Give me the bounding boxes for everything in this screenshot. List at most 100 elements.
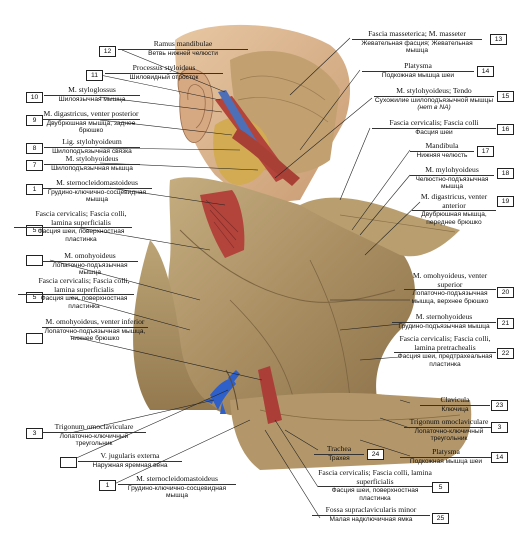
russian-name: Подкожная мышца шеи bbox=[381, 71, 455, 79]
label-number: 16 bbox=[497, 124, 514, 135]
label-sternocleidomastoideus-lower: M. sternocleidomastoideus Грудино-ключич… bbox=[118, 474, 236, 500]
label-number: 20 bbox=[497, 287, 514, 298]
russian-name: Шилоподъязычная мышца bbox=[51, 164, 133, 172]
label-stylohyoideus: M. stylohyoideus Шилоподъязычная мышца bbox=[44, 154, 140, 172]
russian-note: (нет в NA) bbox=[417, 104, 451, 112]
label-fascia-superficialis-2: Fascia cervicalis; Fascia colli, lamina … bbox=[18, 276, 134, 311]
russian-name: Шиловидный отросток bbox=[129, 73, 199, 81]
label-platysma-upper: Platysma Подкожная мышца шеи bbox=[362, 61, 474, 79]
label-number: 12 bbox=[99, 46, 116, 57]
latin-name: M. styloglossus bbox=[44, 85, 140, 96]
label-clavicula: Clavicula Ключица bbox=[420, 395, 490, 413]
russian-name: Фасция шеи, поверхностная пластинка bbox=[37, 228, 125, 243]
label-trigonum-omoclaviculare-left: Trigonum omoclaviculare Лопаточно-ключич… bbox=[42, 422, 146, 448]
label-omohyoideus-superior: M. omohyoideus, venter superior Лопаточн… bbox=[404, 271, 496, 306]
latin-name: Fascia cervicalis; Fascia colli bbox=[372, 118, 496, 129]
label-number: 14 bbox=[477, 66, 494, 77]
russian-name: Фасция шеи, поверхностная пластинка bbox=[40, 295, 128, 310]
latin-name: Trigonum omoclaviculare bbox=[42, 422, 146, 433]
label-trachea: Trachea Трахея bbox=[314, 444, 364, 462]
russian-name: Лопаточно-подъязычная мышца, нижнее брюш… bbox=[44, 327, 146, 343]
label-mandibula: Mandibula Нижняя челюсть bbox=[410, 141, 474, 159]
russian-name: Жевательная фасция; Жевательная мышца bbox=[361, 39, 473, 55]
omohyoid-inferior bbox=[258, 366, 282, 424]
russian-name: Малая надключичная ямка bbox=[329, 515, 413, 523]
label-number bbox=[26, 333, 43, 344]
russian-name: Ключица bbox=[441, 405, 469, 413]
latin-name: M. digastricus, venter posterior bbox=[42, 109, 140, 120]
label-fascia-pretrachealis: Fascia cervicalis; Fascia colli, lamina … bbox=[394, 334, 496, 369]
latin-name: Lig. stylohyoideum bbox=[44, 137, 140, 148]
label-number: 13 bbox=[490, 34, 507, 45]
russian-name: Лопаточно-ключичный треугольник bbox=[59, 432, 129, 448]
russian-name: Лопаточно-подъязычная мышца, верхнее брю… bbox=[411, 290, 489, 305]
label-fascia-cervicalis: Fascia cervicalis; Fascia colli Фасция ш… bbox=[372, 118, 496, 136]
latin-name: Ramus mandibulae bbox=[118, 39, 248, 50]
russian-name: Подкожная мышца шеи bbox=[409, 457, 483, 465]
label-mylohyoideus: M. mylohyoideus Челюстно-подъязычная мыш… bbox=[410, 165, 494, 191]
ear bbox=[177, 68, 214, 143]
russian-name: Сухожилие шилоподъязычной мышцы bbox=[374, 96, 494, 104]
latin-name: Trachea bbox=[314, 444, 364, 455]
label-stylohyoideus-tendo: M. stylohyoideus; Tendo Сухожилие шилопо… bbox=[374, 86, 494, 112]
latin-name: Fascia cervicalis; Fascia colli, lamina … bbox=[318, 468, 432, 488]
label-jugularis-externa: V. jugularis externa Наружная яремная ве… bbox=[78, 451, 182, 469]
label-number: 22 bbox=[497, 348, 514, 359]
latin-name: M. stylohyoideus; Tendo bbox=[374, 86, 494, 97]
latin-name: M. omohyoideus bbox=[42, 251, 138, 262]
label-number: 10 bbox=[26, 92, 43, 103]
label-number bbox=[60, 457, 77, 468]
label-number: 17 bbox=[477, 146, 494, 157]
latin-name: Processus styloideus bbox=[105, 63, 223, 74]
label-fascia-masseterica: Fascia masseterica; M. masseter Жеватель… bbox=[352, 29, 482, 55]
russian-name: Шилоязычная мышца bbox=[58, 95, 126, 103]
label-ramus-mandibulae: Ramus mandibulae Ветвь нижней челюсти bbox=[118, 39, 248, 57]
russian-name: Двубрюшная мышца, заднее брюшко bbox=[46, 119, 136, 135]
label-number: 7 bbox=[26, 160, 43, 171]
latin-name: Fossa supraclavicularis minor bbox=[312, 505, 430, 516]
latin-name: V. jugularis externa bbox=[78, 451, 182, 462]
latin-name: M. sternohyoideus bbox=[392, 312, 496, 323]
label-digastricus-anterior: M. digastricus, venter anterior Двубрюшн… bbox=[412, 192, 496, 227]
label-number: 8 bbox=[26, 143, 43, 154]
label-number: 9 bbox=[26, 115, 43, 126]
russian-name: Шилоподъязычная связка bbox=[52, 147, 132, 155]
latin-name: M. stylohyoideus bbox=[44, 154, 140, 165]
latin-name: Mandibula bbox=[410, 141, 474, 152]
label-fossa-supraclavicularis-minor: Fossa supraclavicularis minor Малая надк… bbox=[312, 505, 430, 523]
latin-name: M. sternocleidomastoideus bbox=[42, 178, 152, 189]
label-omohyoideus-inferior: M. omohyoideus, venter inferior Лопаточн… bbox=[42, 317, 148, 343]
russian-name: Лопаточно-ключичный треугольник bbox=[414, 427, 484, 443]
label-omohyoideus: M. omohyoideus Лопаточно-подъязычная мыш… bbox=[42, 251, 138, 277]
label-platysma-lower: Platysma Подкожная мышца шеи bbox=[400, 447, 492, 465]
label-digastricus-posterior: M. digastricus, venter posterior Двубрюш… bbox=[42, 109, 140, 135]
label-number: 5 bbox=[432, 482, 449, 493]
russian-name: Грудино-ключично-сосцевидная мышца bbox=[47, 188, 147, 204]
latin-name: Clavicula bbox=[420, 395, 490, 406]
latin-name: Fascia masseterica; M. masseter bbox=[352, 29, 482, 40]
label-trigonum-omoclaviculare-right: Trigonum omoclaviculare Лопаточно-ключич… bbox=[404, 417, 494, 443]
label-number bbox=[26, 255, 43, 266]
latin-name: M. sternocleidomastoideus bbox=[118, 474, 236, 485]
russian-name: Наружная яремная вена bbox=[92, 461, 168, 469]
label-number: 25 bbox=[432, 513, 449, 524]
label-lig-stylohyoideum: Lig. stylohyoideum Шилоподъязычная связк… bbox=[44, 137, 140, 155]
russian-name: Фасция шеи bbox=[415, 128, 453, 136]
label-processus-styloideus: Processus styloideus Шиловидный отросток bbox=[105, 63, 223, 81]
latin-name: Fascia cervicalis; Fascia colli, lamina … bbox=[394, 334, 496, 354]
latin-name: Trigonum omoclaviculare bbox=[404, 417, 494, 428]
anterior-flap bbox=[300, 197, 460, 257]
label-number: 24 bbox=[367, 449, 384, 460]
label-number: 18 bbox=[497, 168, 514, 179]
russian-name: Челюстно-подъязычная мышца bbox=[415, 175, 489, 191]
latin-name: Platysma bbox=[362, 61, 474, 72]
label-number: 1 bbox=[99, 480, 116, 491]
label-sternohyoideus: M. sternohyoideus Грудино-подъязычная мы… bbox=[392, 312, 496, 330]
russian-name: Фасция шеи, предтрахеальная пластинка bbox=[397, 353, 493, 368]
russian-name: Грудино-ключично-сосцевидная мышца bbox=[127, 484, 227, 500]
russian-name: Ветвь нижней челюсти bbox=[148, 49, 218, 57]
label-number: 5 bbox=[26, 292, 43, 303]
label-number: 23 bbox=[491, 400, 508, 411]
label-number: 1 bbox=[26, 184, 43, 195]
